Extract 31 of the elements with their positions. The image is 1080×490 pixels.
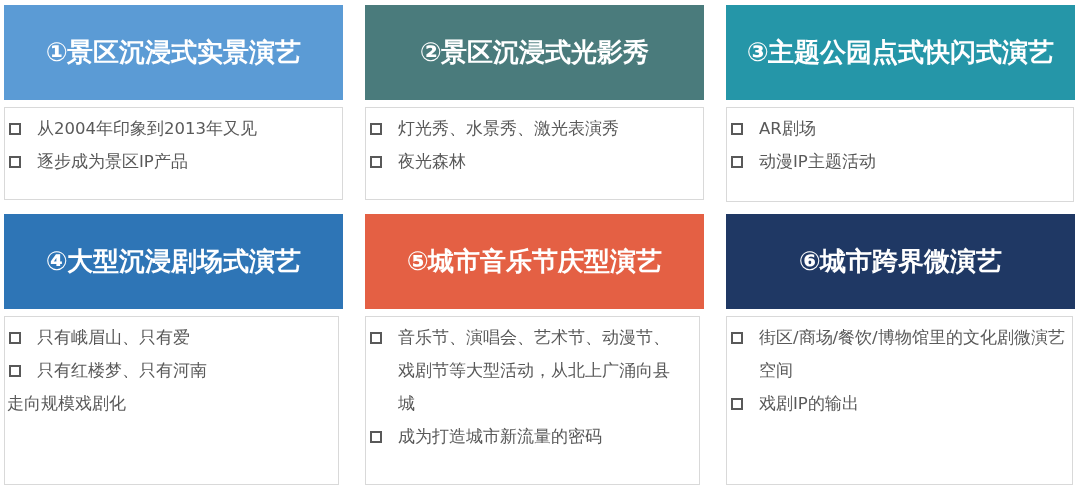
bullet-text: 街区/商场/餐饮/博物馆里的文化剧微演艺空间 xyxy=(759,327,1066,382)
content-panel xyxy=(726,316,1073,485)
bullet-text: 只有峨眉山、只有爱 xyxy=(37,327,190,349)
body-text: 走向规模戏剧化 xyxy=(7,393,126,415)
card-title: ④大型沉浸剧场式演艺 xyxy=(45,245,302,278)
header-band xyxy=(4,214,343,309)
content-panel xyxy=(726,107,1074,202)
header-band xyxy=(726,5,1075,100)
card-title: ⑥城市跨界微演艺 xyxy=(798,245,1003,278)
header-band xyxy=(4,5,343,100)
content-panel xyxy=(4,107,343,200)
bullet-text: 夜光森林 xyxy=(398,151,466,173)
card-title: ②景区沉浸式光影秀 xyxy=(419,36,650,69)
bullet-text: 灯光秀、水景秀、激光表演秀 xyxy=(398,118,619,140)
bullet-text: 成为打造城市新流量的密码 xyxy=(398,426,602,448)
content-panel xyxy=(365,107,704,200)
card-title: ③主题公园点式快闪式演艺 xyxy=(746,36,1055,69)
bullet-text: 动漫IP主题活动 xyxy=(759,151,876,173)
bullet-text: 戏剧IP的输出 xyxy=(759,393,859,415)
content-panel xyxy=(4,316,339,485)
header-band xyxy=(365,214,704,309)
header-band xyxy=(726,214,1075,309)
card-title: ①景区沉浸式实景演艺 xyxy=(45,36,302,69)
header-band xyxy=(365,5,704,100)
bullet-text: 逐步成为景区IP产品 xyxy=(37,151,188,173)
card-title: ⑤城市音乐节庆型演艺 xyxy=(406,245,663,278)
bullet-text: 从2004年印象到2013年又见 xyxy=(37,118,257,140)
bullet-text: 音乐节、演唱会、艺术节、动漫节、戏剧节等大型活动，从北上广涌向县城 xyxy=(398,327,671,415)
content-panel xyxy=(365,316,700,485)
bullet-text: 只有红楼梦、只有河南 xyxy=(37,360,207,382)
bullet-text: AR剧场 xyxy=(759,118,816,140)
